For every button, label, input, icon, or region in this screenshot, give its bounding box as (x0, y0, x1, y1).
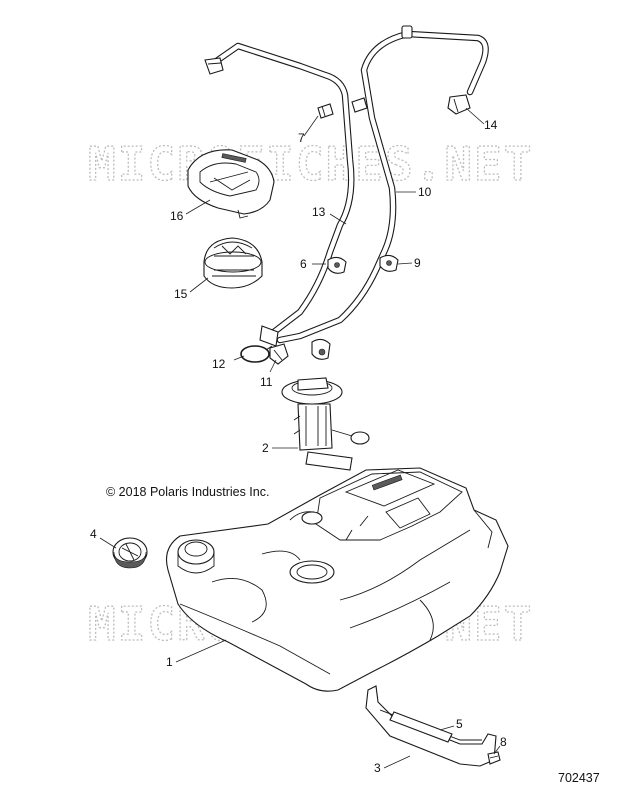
connector-11 (269, 343, 289, 365)
figure-number: 702437 (558, 771, 600, 785)
callout-3: 3 (374, 761, 381, 775)
filler-housing-16 (187, 149, 275, 219)
callout-6: 6 (300, 257, 307, 271)
copyright-notice: © 2018 Polaris Industries Inc. (106, 485, 269, 499)
hose-fittings (204, 25, 413, 360)
callout-13: 13 (312, 205, 326, 219)
clip-upper-right (351, 97, 368, 113)
vent-hose-10 (276, 30, 489, 344)
vent-hose-13 (211, 42, 355, 339)
callout-14: 14 (484, 118, 498, 132)
callout-1: 1 (166, 655, 173, 669)
fuel-pump-2 (281, 377, 370, 471)
callout-2: 2 (262, 441, 269, 455)
callout-5: 5 (456, 717, 463, 731)
pad-5 (389, 711, 453, 743)
clip-6 (327, 256, 347, 274)
fuel-cap-4 (112, 537, 148, 569)
cap-housing-15 (203, 237, 263, 289)
clip-7 (317, 103, 334, 119)
callout-8: 8 (500, 735, 507, 749)
fitting-14 (447, 94, 471, 115)
fuel-tank-1 (165, 467, 509, 692)
callout-4: 4 (90, 527, 97, 541)
callout-12: 12 (212, 357, 226, 371)
callout-9: 9 (414, 256, 421, 270)
callout-15: 15 (174, 287, 188, 301)
leader-lines (99, 107, 501, 769)
callout-10: 10 (418, 185, 432, 199)
callout-16: 16 (170, 209, 184, 223)
callout-11: 11 (260, 375, 273, 389)
clamp-12 (240, 345, 273, 363)
watermark-top: MICROFICHES.NET (88, 137, 533, 191)
clip-9 (379, 254, 399, 272)
callout-7: 7 (298, 131, 305, 145)
